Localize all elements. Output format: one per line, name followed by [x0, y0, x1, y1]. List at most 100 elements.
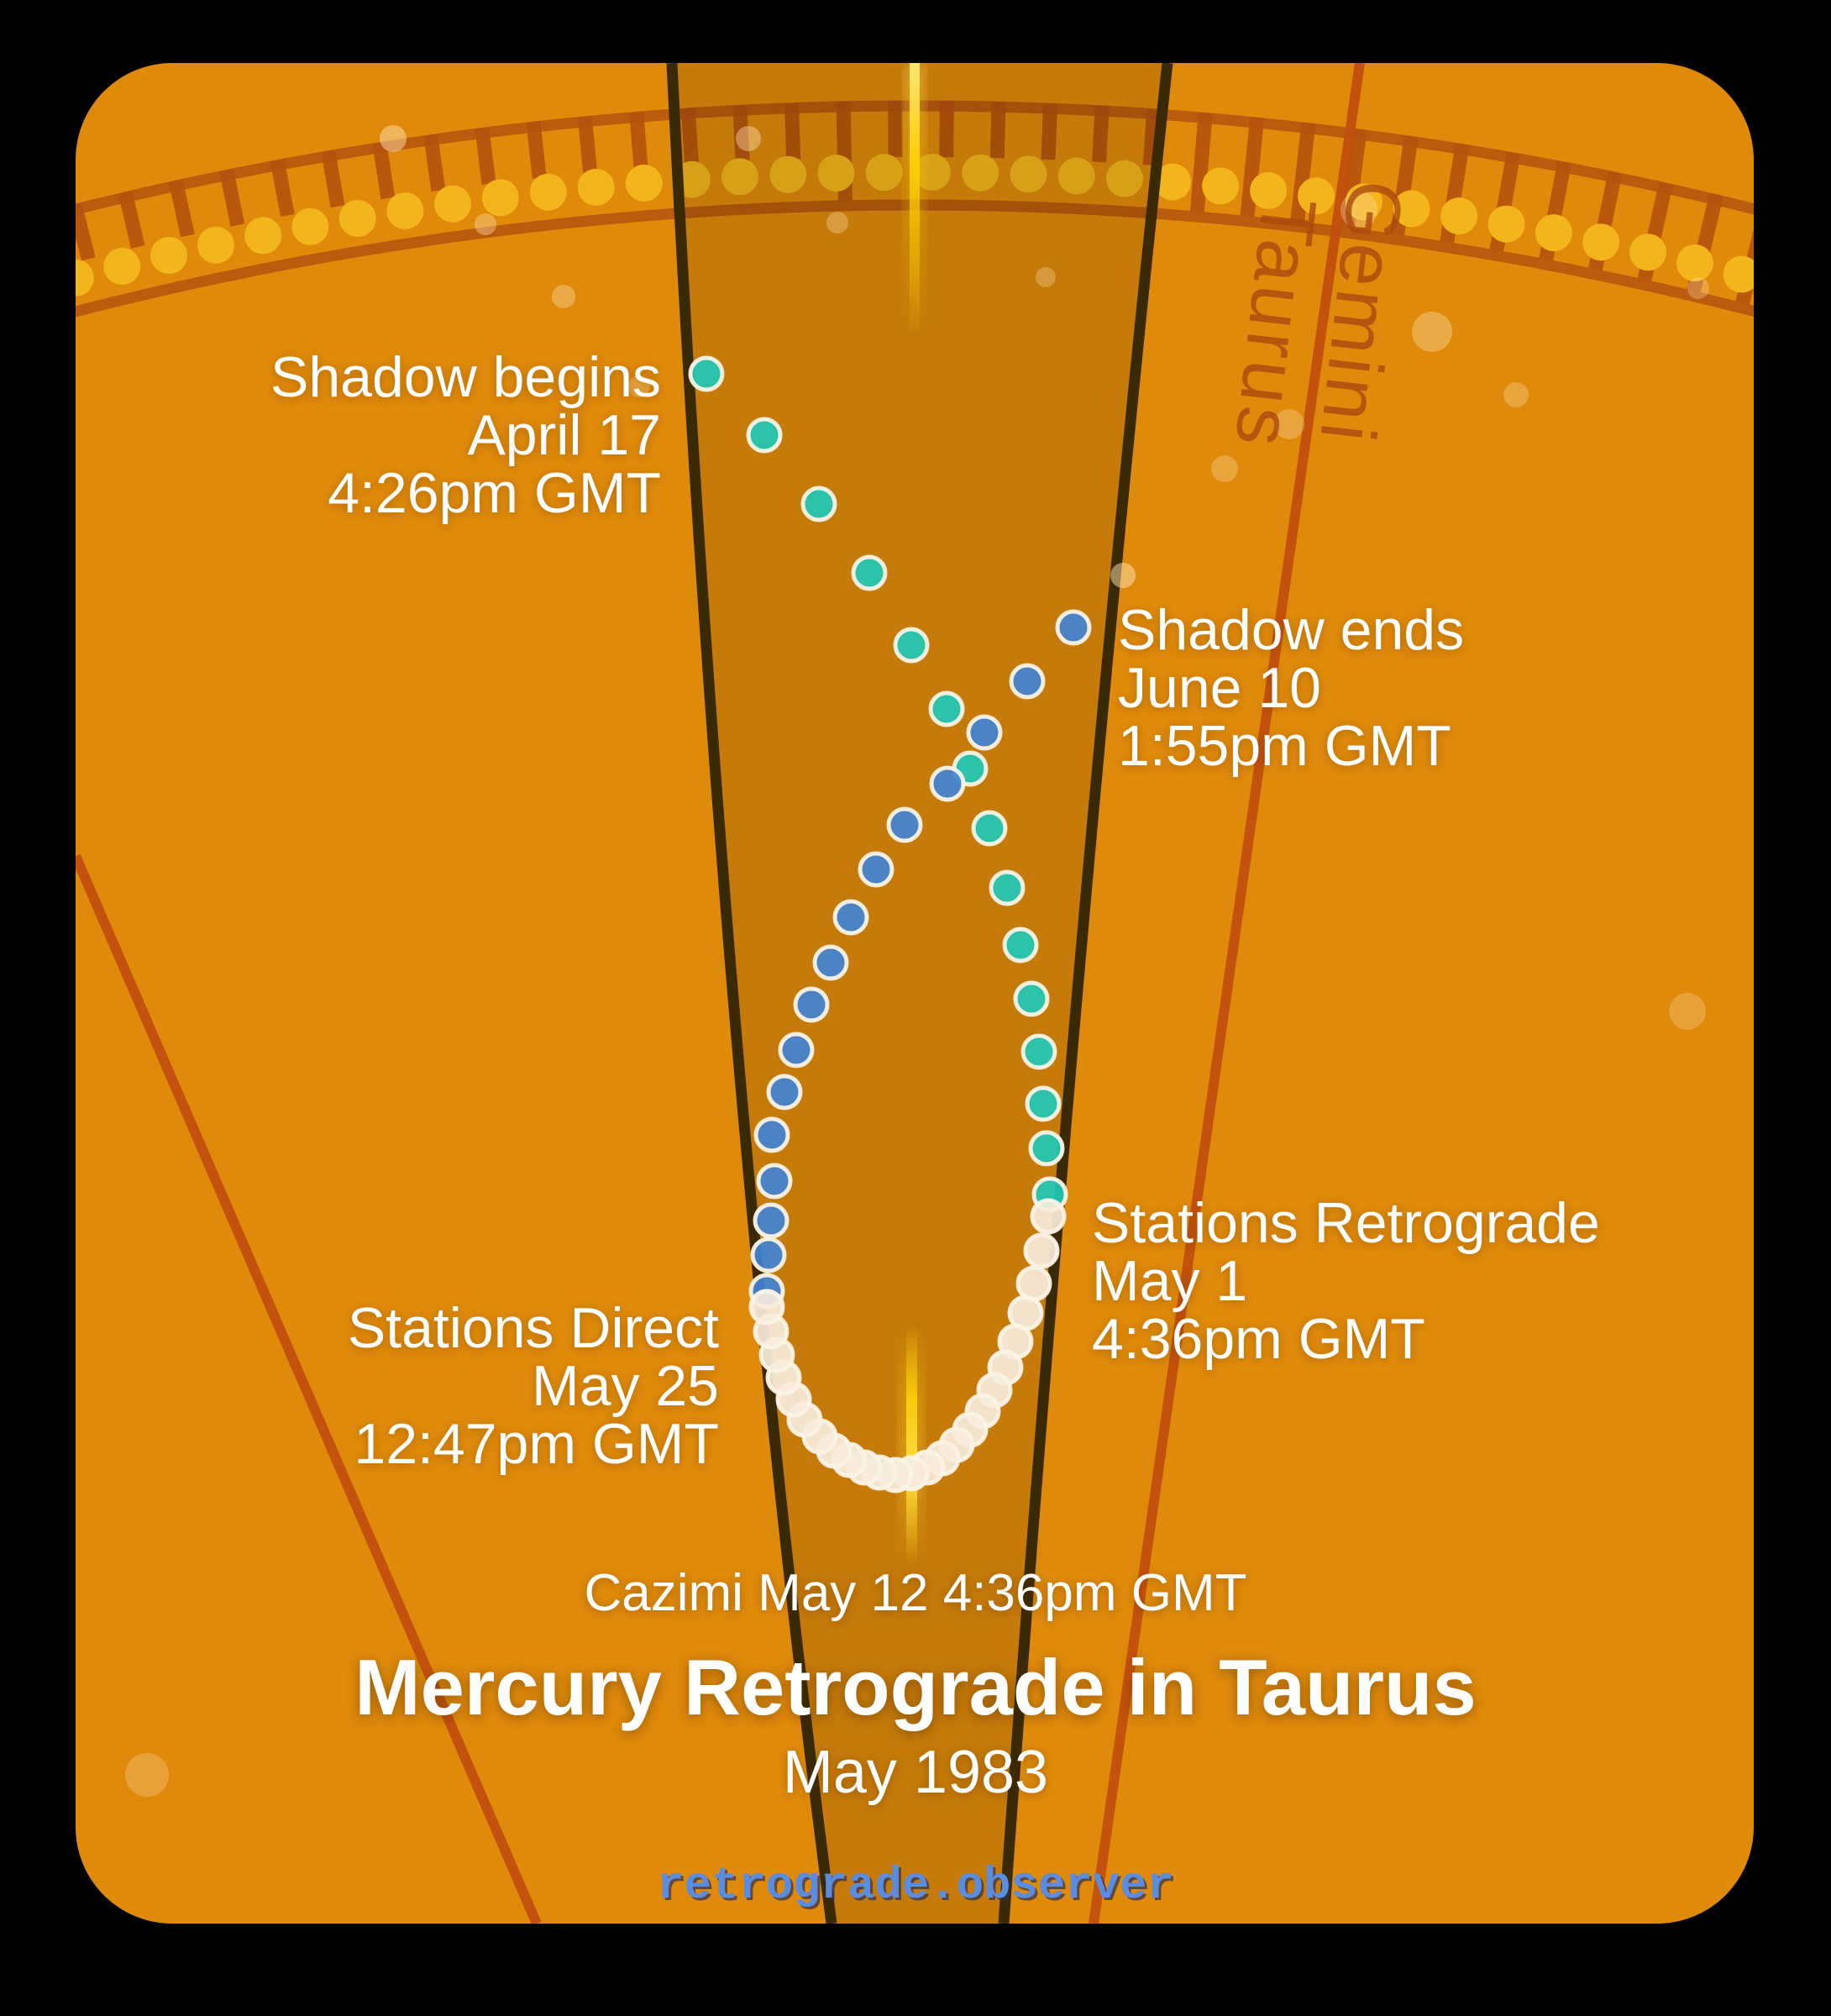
mercury-path-approach: [688, 355, 1068, 1213]
cazimi-label: Cazimi May 12 4:36pm GMT: [584, 1564, 1247, 1622]
mercury-position-dot: [971, 810, 1008, 847]
mercury-position-dot: [928, 690, 965, 727]
mercury-position-dot: [748, 1289, 785, 1326]
mercury-position-dot: [1009, 663, 1046, 700]
ruler-tick: [372, 141, 396, 200]
ruler-dot: [962, 154, 999, 192]
ruler-dot: [244, 217, 282, 255]
mercury-position-dot: [929, 765, 966, 802]
ruler-dot: [386, 192, 424, 229]
star: [475, 213, 496, 235]
shadow-ends-time: 1:55pm GMT: [1118, 714, 1451, 778]
mercury-position-dot: [858, 851, 895, 888]
mercury-position-dot: [1023, 1232, 1060, 1269]
ruler-dot: [1298, 177, 1335, 215]
star: [380, 125, 407, 152]
ruler-tick: [270, 159, 295, 218]
ruler-tick: [475, 127, 496, 185]
site-watermark-link[interactable]: retrograde.observer: [657, 1861, 1174, 1912]
mercury-position-dot: [800, 486, 837, 522]
star: [1503, 382, 1529, 407]
ruler-dot: [1440, 197, 1478, 235]
ruler-tick: [526, 121, 547, 179]
cazimi-glow: [906, 1326, 917, 1564]
stations-direct-time: 12:47pm GMT: [354, 1412, 719, 1476]
mercury-position-dot: [851, 554, 888, 591]
star: [628, 375, 650, 397]
mercury-position-dot: [1028, 1130, 1065, 1167]
mercury-position-dot: [750, 1236, 787, 1273]
star: [552, 285, 575, 308]
decor-canvas: [76, 63, 1754, 1924]
ruler-dot: [76, 259, 94, 297]
ruler-tick: [168, 179, 195, 238]
page-title: Mercury Retrograde in Taurus: [354, 1643, 1477, 1731]
ruler-tick: [321, 150, 345, 208]
ruler-dot: [1250, 171, 1288, 209]
ruler-tick: [118, 190, 145, 249]
ruler-dot: [1105, 160, 1143, 197]
ruler-dot: [1154, 163, 1192, 201]
shadow-begins-time: 4:26pm GMT: [328, 461, 661, 525]
mercury-position-dot: [793, 986, 830, 1023]
ruler-dot: [103, 248, 141, 286]
star: [1340, 192, 1377, 228]
mercury-position-dot: [989, 869, 1026, 906]
mercury-position-dot: [1015, 1265, 1052, 1302]
star: [1687, 277, 1709, 299]
ruler-dot: [150, 237, 188, 275]
ruler-tick: [1142, 108, 1162, 166]
mercury-position-dot: [966, 714, 1003, 751]
ruler-dot: [817, 155, 855, 192]
shadow-begins-date: April 17: [467, 403, 661, 467]
mercury-position-dot: [893, 627, 930, 664]
ruler-dot: [1676, 244, 1713, 282]
mercury-position-dot: [1002, 927, 1039, 963]
mercury-position-dot: [832, 899, 869, 936]
sign-boundary-line-taurus-gemini: [1089, 63, 1365, 1924]
star: [1036, 267, 1056, 287]
ruler-dot: [769, 155, 807, 193]
mercury-position-dot: [1055, 609, 1092, 646]
star: [1110, 563, 1136, 588]
shadow-cone-shade: [672, 63, 1167, 1924]
ruler-dot: [1393, 190, 1430, 228]
mercury-position-dot: [766, 1074, 803, 1110]
stations-retrograde-line1: Stations Retrograde: [1092, 1191, 1600, 1255]
stations-retrograde-time: 4:36pm GMT: [1092, 1307, 1425, 1371]
ruler-dot: [434, 185, 472, 223]
ruler-tick: [577, 116, 598, 174]
ruler-dot: [1535, 214, 1572, 252]
star: [1412, 312, 1452, 352]
ruler-dot: [1202, 167, 1240, 205]
ruler-dot: [721, 158, 759, 196]
mercury-position-dot: [756, 1163, 793, 1200]
ruler-dot: [291, 207, 329, 245]
shadow-ends-line1: Shadow ends: [1118, 598, 1465, 662]
label-stations-direct: Stations Direct May 25 12:47pm GMT: [348, 1299, 719, 1473]
shadow-begins-line1: Shadow begins: [270, 345, 661, 409]
page-subtitle: May 1983: [782, 1739, 1049, 1806]
ruler-dot: [1345, 183, 1382, 221]
mercury-position-dot: [812, 944, 849, 981]
ruler-dot: [865, 154, 903, 192]
mercury-position-dot: [688, 355, 725, 392]
mercury-position-dot: [1013, 980, 1050, 1017]
ruler-dot: [625, 164, 663, 202]
ruler-dot: [1629, 234, 1667, 271]
ruler-tick: [1240, 117, 1265, 218]
ruler-tick: [1092, 105, 1110, 163]
sign-boundary-line-left: [76, 853, 542, 1924]
ruler-tick: [1290, 122, 1316, 223]
label-stations-retrograde: Stations Retrograde May 1 4:36pm GMT: [1092, 1194, 1600, 1368]
stations-direct-line1: Stations Direct: [347, 1296, 719, 1360]
ruler-dot: [1057, 157, 1095, 195]
mercury-position-dot: [746, 417, 783, 454]
ruler-tick: [219, 168, 245, 227]
star: [1669, 993, 1706, 1030]
ruler-dot: [338, 199, 376, 237]
ruler-tick: [1041, 102, 1058, 160]
mercury-position-dot: [1025, 1085, 1062, 1122]
ruler-dot: [529, 173, 567, 211]
